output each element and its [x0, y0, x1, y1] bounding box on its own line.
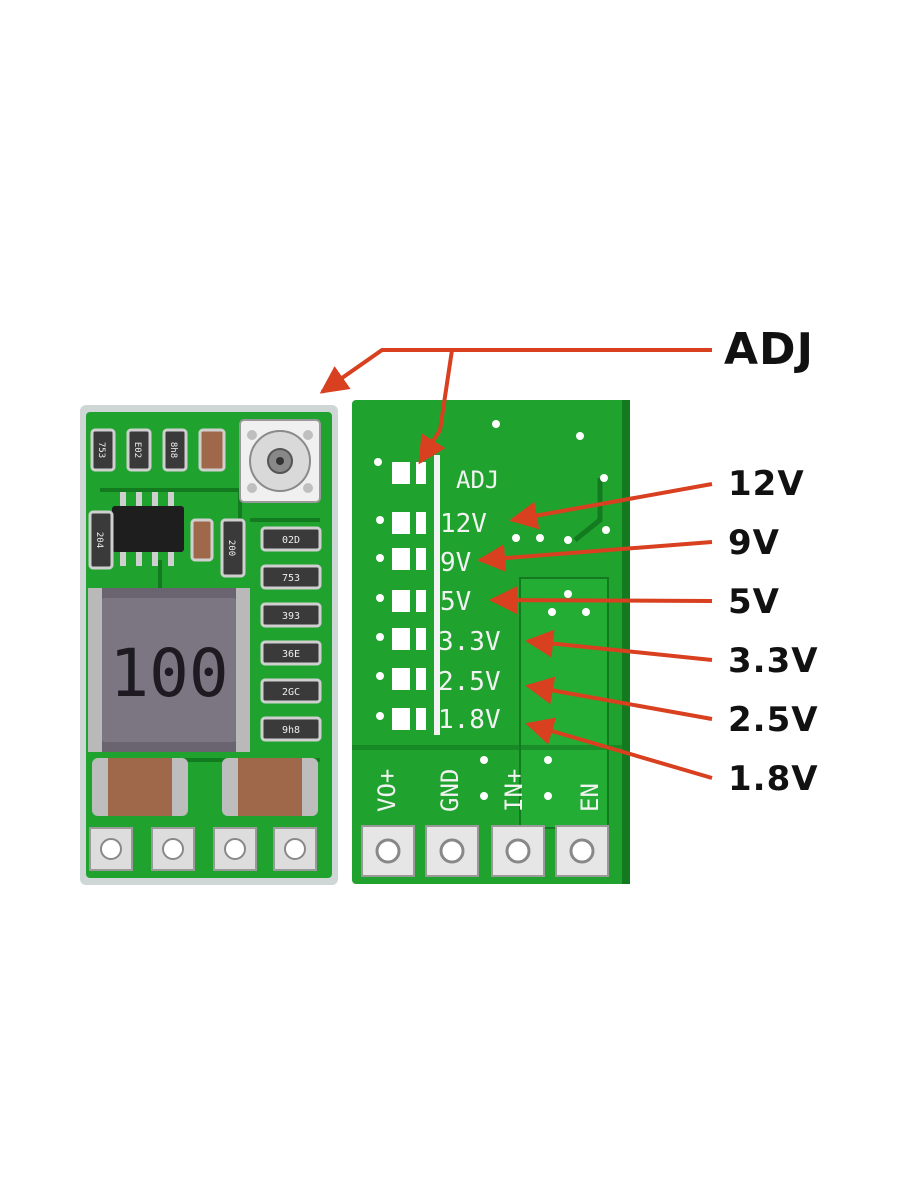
pin-label-gnd: GND	[436, 769, 464, 812]
arrow-adj-branch	[418, 349, 454, 465]
resistor-code-7: 753	[282, 573, 300, 584]
resistor-code-2: E02	[132, 442, 142, 458]
arrow-5v	[489, 586, 713, 615]
ic-chip	[112, 492, 184, 566]
front-board: 753 E02 8h8 204	[80, 405, 338, 885]
callout-5v: 5V	[728, 582, 780, 622]
resistor-code-4: 204	[94, 532, 104, 548]
potentiometer	[239, 419, 321, 503]
pin-label-in: IN+	[500, 769, 528, 812]
resistor-code-11: 9h8	[282, 725, 300, 736]
vias	[374, 420, 610, 800]
arrow-12v	[509, 482, 713, 530]
front-resistors-right	[260, 526, 322, 742]
resistor-code-1: 753	[96, 442, 106, 458]
arrow-1-8v	[525, 717, 713, 780]
resistor-code-8: 393	[282, 611, 300, 622]
front-pads	[89, 827, 317, 871]
callout-12v: 12V	[728, 464, 805, 504]
resistor-code-5: 200	[226, 540, 236, 556]
pin-label-en: EN	[576, 783, 604, 812]
resistor-code-6: 02D	[282, 535, 300, 546]
back-label-5v: 5V	[440, 587, 471, 617]
callout-adj: ADJ	[724, 324, 814, 375]
front-resistors-top	[90, 428, 226, 472]
callout-9v: 9V	[728, 523, 780, 563]
back-label-2-5v: 2.5V	[438, 667, 501, 697]
front-capacitors	[92, 758, 318, 816]
pin-label-vo: VO+	[373, 769, 401, 812]
jumper-pads	[392, 462, 426, 730]
back-label-12v: 12V	[440, 509, 487, 539]
callout-3-3v: 3.3V	[728, 641, 819, 681]
inductor-code: 100	[109, 635, 228, 712]
back-label-1-8v: 1.8V	[438, 705, 501, 735]
arrow-adj-main	[319, 348, 712, 394]
callout-2-5v: 2.5V	[728, 700, 819, 740]
arrow-3-3v	[525, 629, 713, 662]
arrow-2-5v	[525, 676, 713, 721]
back-adj-label: ADJ	[456, 466, 499, 494]
resistor-code-9: 36E	[282, 649, 300, 660]
callout-1-8v: 1.8V	[728, 759, 819, 799]
resistor-code-10: 2GC	[282, 687, 300, 698]
back-pads	[361, 825, 609, 877]
back-label-9v: 9V	[440, 548, 471, 578]
back-label-3-3v: 3.3V	[438, 627, 501, 657]
callout-arrows	[319, 348, 713, 780]
inductor	[88, 588, 250, 752]
arrow-9v	[477, 540, 713, 573]
back-board: ADJ 12V 9V 5V 3.3V 2.5V 1.8V VO+ GND IN+…	[352, 400, 630, 884]
resistor-code-3: 8h8	[168, 442, 178, 458]
